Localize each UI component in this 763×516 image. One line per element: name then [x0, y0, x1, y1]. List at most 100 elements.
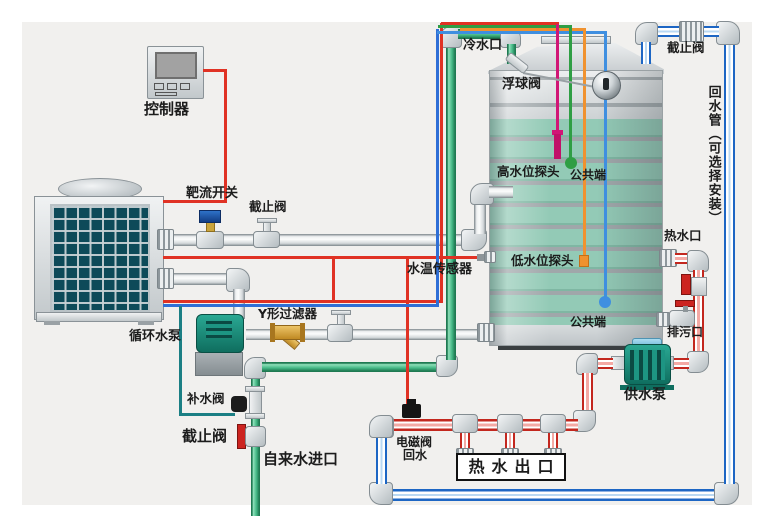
temp-sensor-stem	[477, 254, 486, 261]
controller-screen	[155, 52, 197, 79]
label-low-level-probe: 低水位探头	[511, 253, 574, 268]
label-solenoid-line2: 回水	[403, 448, 428, 462]
label-cold-water-port: 冷水口	[463, 38, 503, 53]
pipe-tap-water	[251, 444, 260, 516]
wire-controller	[163, 200, 226, 203]
elbow	[369, 415, 393, 438]
pipe-cold-riser	[446, 42, 456, 360]
hp-out-coupling	[157, 229, 174, 250]
pipe-cold-run	[262, 362, 444, 372]
label-circulation-pump: 循环水泵	[129, 329, 182, 344]
label-hot-water-port: 热水口	[664, 228, 702, 243]
high-level-probe	[554, 134, 561, 159]
pipe-valve-to-tank	[350, 329, 482, 340]
outlet-stub	[548, 430, 558, 452]
label-supply-pump: 供水泵	[624, 387, 666, 403]
return-stop-valve	[679, 21, 704, 42]
solenoid-valve	[402, 404, 421, 418]
pipe-cold	[251, 376, 260, 391]
hot-water-outlet-box: 热水出口	[456, 453, 566, 481]
stop-valve-handle	[257, 218, 277, 223]
tank-groove	[490, 77, 662, 80]
makeup-valve-actuator	[231, 396, 247, 412]
solenoid-valve-tip	[407, 399, 416, 405]
wire-makeup-valve	[179, 413, 235, 416]
label-float-valve: 浮球阀	[502, 77, 542, 92]
wire-riser-red	[440, 23, 443, 303]
common-terminal-dot	[599, 296, 611, 308]
pipe-hot-drop	[582, 373, 593, 415]
pipe-hp-out	[170, 234, 470, 246]
drain-valve-stem	[683, 306, 688, 312]
elbow	[226, 268, 250, 292]
filter-valve-handle	[331, 310, 351, 315]
circulation-pump-fins	[206, 321, 232, 338]
elbow	[687, 351, 709, 373]
wire-makeup-valve	[179, 306, 182, 416]
wire-bundle-red	[163, 300, 443, 303]
float-ball-mark	[603, 78, 609, 90]
circulation-pump-base	[195, 352, 243, 376]
elbow	[576, 353, 598, 375]
wire-riser-blue	[436, 29, 439, 307]
drain-valve-body	[669, 310, 695, 327]
tank-top-plate	[541, 36, 611, 44]
controller-button	[167, 83, 177, 90]
label-flow-switch: 靶流开关	[186, 186, 239, 201]
tank-lower-silver	[490, 325, 662, 345]
tee-fitting	[452, 414, 478, 433]
label-return-pipe: 回水管（可选择安装）	[705, 85, 721, 225]
controller-button	[180, 83, 190, 90]
low-level-probe	[579, 255, 589, 267]
pipe-hot	[675, 253, 691, 264]
label-stop-valve-bottom: 截止阀	[182, 427, 228, 445]
tank-base-shadow	[498, 346, 654, 350]
label-hot-water-outlet: 热水出口	[468, 456, 561, 476]
heat-pump-foot	[44, 321, 60, 325]
y-filter-cap	[300, 323, 305, 342]
temp-sensor	[484, 251, 496, 263]
outlet-stub	[505, 430, 515, 452]
label-common-high: 公共端	[570, 168, 607, 182]
flow-switch-tee	[196, 231, 224, 249]
pipe-hot	[595, 358, 613, 369]
storage-tank	[489, 70, 663, 346]
tank-bands	[490, 119, 662, 325]
filter-valve-stem	[337, 314, 345, 325]
pipe-hot	[671, 358, 689, 369]
wire-top-red	[441, 22, 559, 25]
flow-switch	[199, 210, 221, 223]
circulation-pump	[196, 314, 244, 353]
wire-top-green	[438, 25, 572, 28]
label-high-level-probe: 高水位探头	[497, 164, 560, 179]
valve-body	[691, 277, 707, 296]
stop-valve-bottom-body	[245, 426, 266, 447]
pipe-hot-drop	[693, 270, 704, 356]
pipe-return-riser	[724, 44, 735, 484]
high-level-probe	[552, 130, 563, 135]
pipe-return-left	[376, 436, 387, 484]
controller-bar	[155, 92, 177, 96]
label-tap-water-inlet: 自来水进口	[263, 450, 339, 468]
tee-fitting	[540, 414, 566, 433]
heat-pump-grid	[50, 204, 150, 312]
elbow	[369, 482, 393, 505]
pipe-hot-manifold	[390, 419, 578, 431]
supply-pump-fins	[630, 350, 665, 380]
tank-lower-coupling	[477, 323, 495, 342]
heat-pump-foot	[138, 321, 154, 325]
label-temp-sensor: 水温传感器	[407, 262, 473, 277]
label-solenoid-line1: 电磁阀	[396, 435, 433, 449]
stop-valve-body	[253, 231, 280, 248]
pipe-tank-in-riser	[474, 200, 486, 234]
wire-common-high	[569, 27, 572, 161]
label-controller: 控制器	[144, 100, 190, 118]
pipe-hp-in	[170, 273, 234, 285]
label-makeup-valve: 补水阀	[187, 391, 225, 406]
wire-common-low	[604, 33, 607, 299]
wire-junction	[332, 258, 335, 302]
label-stop-valve-right: 截止阀	[667, 40, 705, 55]
pipe-return-bottom	[388, 489, 732, 501]
pipe-return-into-tank	[641, 42, 651, 64]
